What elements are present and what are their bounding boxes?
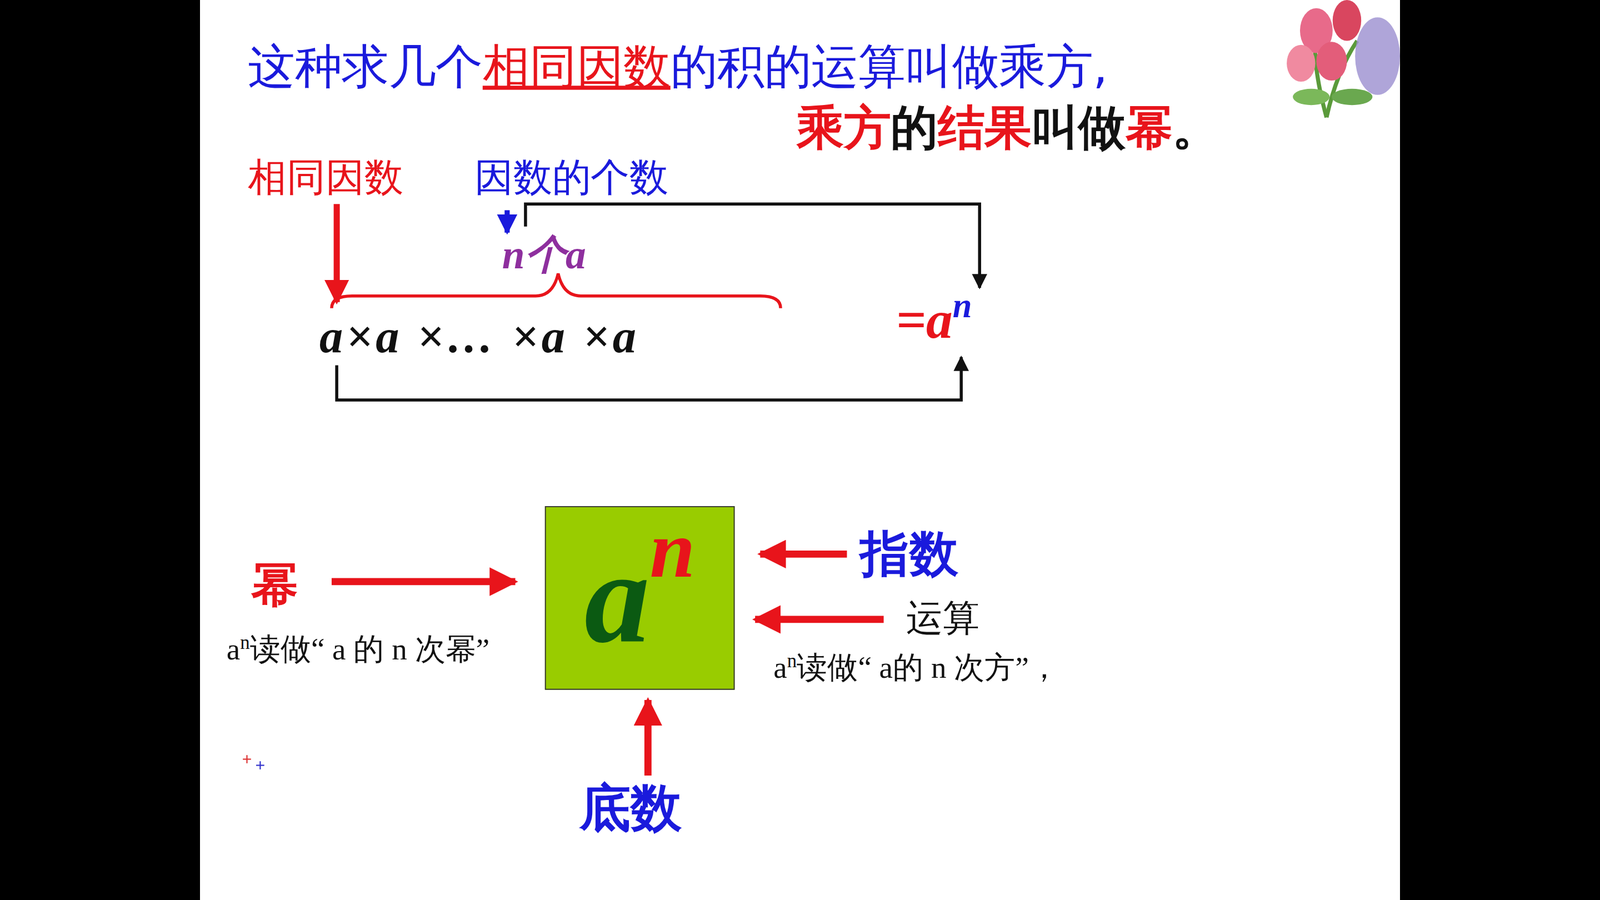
side-bar — [0, 0, 200, 900]
label-text: 相同因数 — [247, 155, 403, 200]
part-label: 相同因数 — [247, 155, 403, 202]
pointer-arrow — [331, 578, 516, 586]
label-text: 读做“ a的 n 次方”， — [796, 650, 1060, 684]
label-text: 读做“ a 的 n 次幂” — [250, 631, 490, 666]
label-text: 运算 — [906, 596, 980, 639]
pointer-arrow — [755, 615, 884, 623]
sparkle — [242, 755, 265, 770]
label-text: 乘方 — [796, 100, 891, 155]
term-label: 指数 — [860, 524, 958, 584]
reading-note: an读做“ a的 n 次方”， — [773, 648, 1060, 686]
label-text: n — [952, 286, 973, 325]
term-label: 幂 — [251, 557, 298, 614]
label-text: 相同因数 — [482, 38, 671, 94]
term-label: 运算 — [906, 596, 980, 640]
label-text: 结果 — [937, 100, 1032, 155]
label-text: 叫做 — [1031, 100, 1126, 155]
power-box: an — [545, 506, 735, 690]
brace — [331, 273, 781, 308]
product-expression: a×a ×… ×a ×a — [319, 308, 640, 365]
label-text: 幂 — [1125, 100, 1173, 155]
label-text: 幂 — [251, 557, 298, 613]
reading-note: an读做“ a 的 n 次幂” — [226, 630, 498, 668]
leader-line — [525, 203, 980, 288]
label-text: n个a — [502, 231, 587, 278]
label-text: n — [240, 631, 250, 654]
term-label: 底数 — [579, 777, 682, 839]
pointer-arrow — [760, 550, 847, 558]
label-text: 的积的运算叫做乘方, — [670, 38, 1108, 94]
label-text: 指数 — [860, 524, 958, 582]
pointer-arrow — [333, 203, 340, 302]
label-text: a — [226, 631, 240, 666]
title-line: 乘方的结果叫做幂。 — [796, 100, 1219, 157]
label-text: n — [787, 650, 797, 672]
flower-decoration — [1286, 0, 1400, 118]
label-text: 的 — [890, 100, 938, 155]
pointer-arrow — [504, 210, 510, 233]
side-bar — [1400, 0, 1600, 900]
slide-ground — [200, 0, 1400, 900]
label-text: 这种求几个 — [247, 38, 483, 94]
leader-line — [336, 357, 962, 400]
label-text: 。 — [1172, 100, 1219, 155]
pointer-arrow — [644, 700, 652, 776]
count-label: n个a — [502, 230, 587, 280]
label-text: =a — [896, 290, 953, 349]
label-text: 底数 — [579, 778, 682, 838]
title-line: 这种求几个相同因数的积的运算叫做乘方, — [247, 38, 1108, 95]
label-text: 因数的个数 — [474, 155, 669, 200]
label-text: a×a ×… ×a ×a — [319, 310, 640, 363]
power-expression: =an — [896, 288, 973, 353]
part-label: 因数的个数 — [474, 155, 669, 202]
label-text: a — [773, 650, 787, 684]
power-symbol: a — [584, 532, 650, 664]
power-symbol: n — [650, 508, 696, 590]
